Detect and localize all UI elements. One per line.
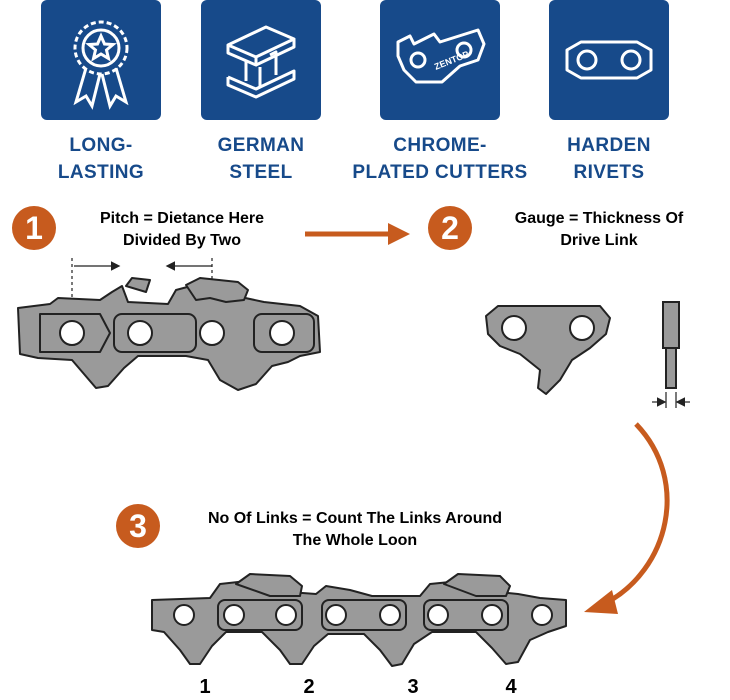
- link-number-3: 3: [407, 676, 419, 698]
- chain-cutter-icon: ZENTOP: [396, 28, 486, 84]
- link-number-1: 1: [199, 676, 211, 698]
- pitch-chain-segment: [17, 277, 321, 391]
- drive-link-side-view: [652, 301, 690, 408]
- steel-beam-icon: [226, 25, 296, 99]
- step-badge-3: 3: [116, 504, 160, 548]
- link-number-2: 2: [303, 676, 315, 698]
- step-badge-2: 2: [428, 206, 472, 250]
- feature-chrome-plated: ZENTOP CHROME-PLATED CUTTERS: [345, 0, 535, 186]
- link-number-4: 4: [505, 676, 517, 698]
- step-badge-1: 1: [12, 206, 56, 250]
- feature-tile: [41, 0, 161, 120]
- feature-label: LONG-LASTING: [57, 135, 145, 183]
- feature-long-lasting: LONG-LASTING: [26, 0, 176, 186]
- drive-link: [485, 305, 611, 395]
- feature-label: CHROME-PLATED CUTTERS: [352, 135, 528, 183]
- feature-tile: [201, 0, 321, 120]
- arrow-step-2-to-3: [584, 422, 670, 614]
- link-count-chain: [151, 573, 567, 667]
- arrow-step-1-to-2: [305, 223, 410, 245]
- ribbon-star-icon: [73, 20, 129, 110]
- feature-tile: [549, 0, 669, 120]
- feature-tile: ZENTOP: [380, 0, 500, 120]
- rivet-link-icon: [565, 40, 653, 80]
